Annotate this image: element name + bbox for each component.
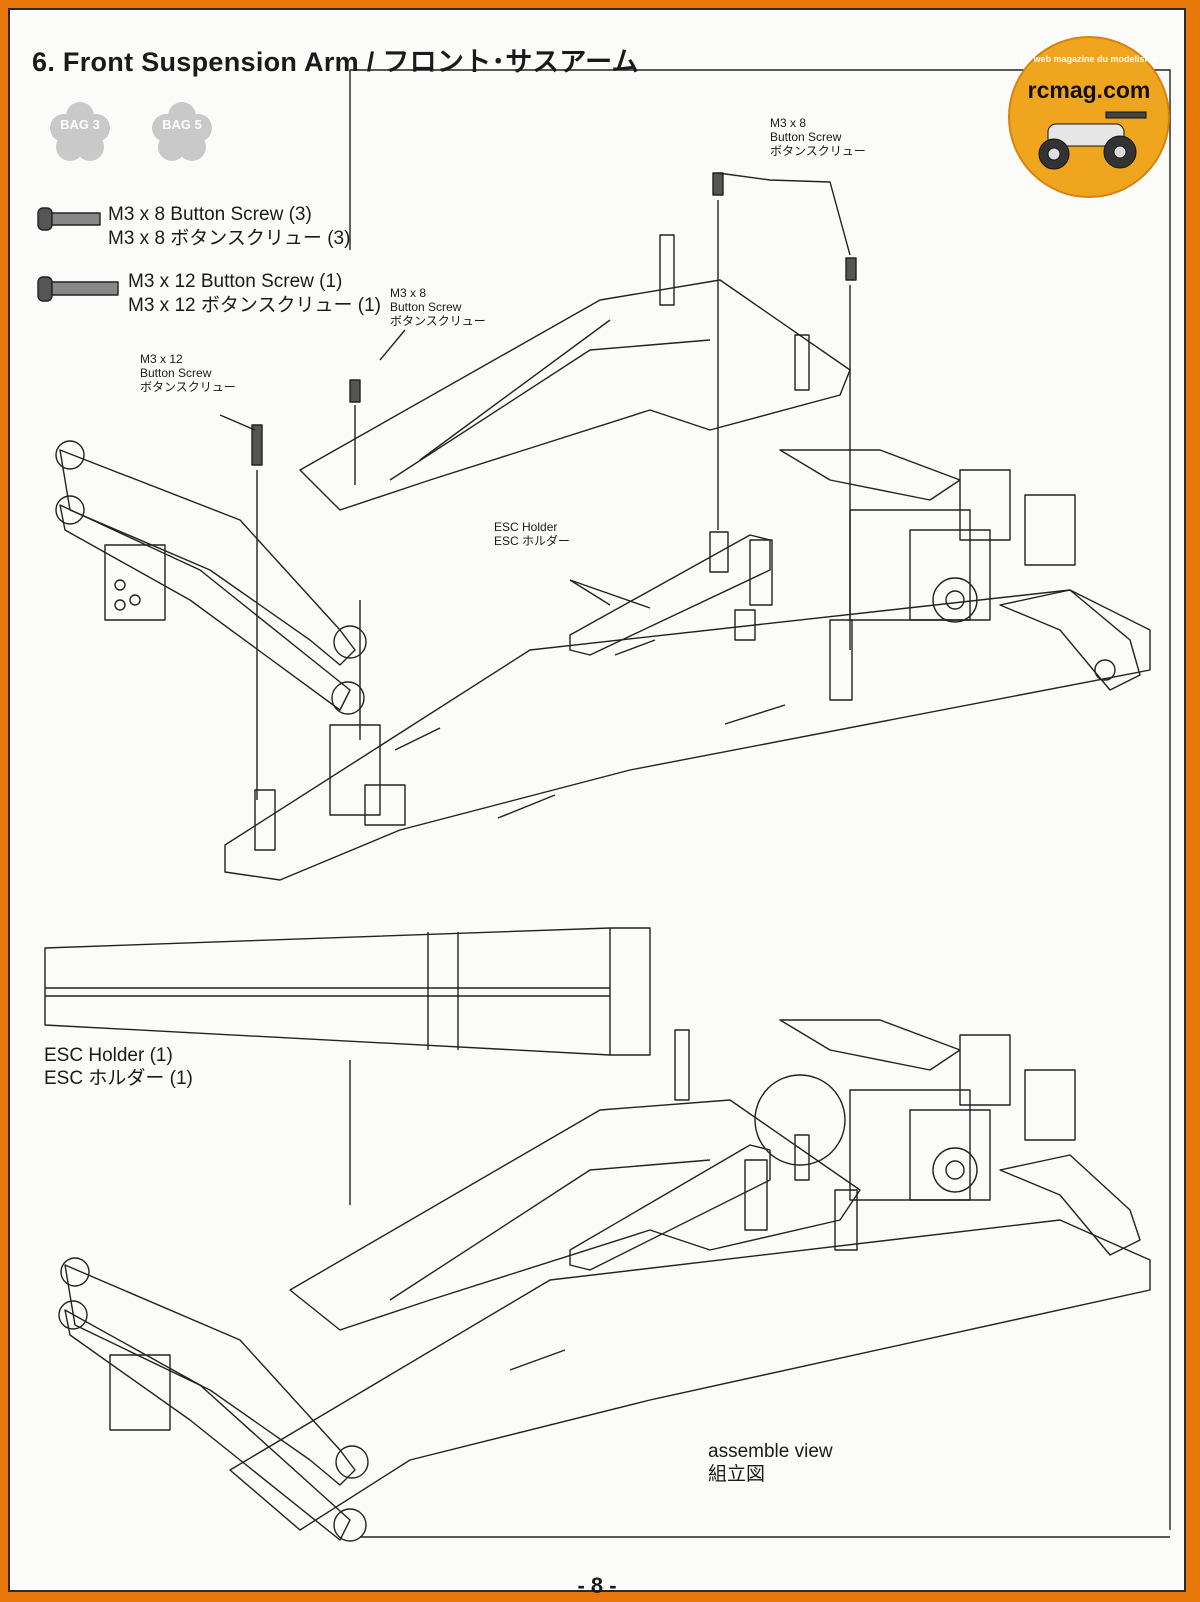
screw-m3x8-icon (37, 207, 101, 231)
part-m3x12-label-jp: M3 x 12 ボタンスクリュー (1) (128, 295, 381, 316)
bag-label: BAG 3 (60, 117, 100, 132)
bag-badge: BAG 5 (152, 102, 212, 162)
rcmag-logo[interactable]: rcmag.com Le web magazine du modelisme (1008, 36, 1170, 198)
logo-tagline: Le web magazine du modelisme (1020, 54, 1157, 64)
part-m3x8-label: M3 x 8 Button Screw (3) (108, 204, 312, 225)
bag-label: BAG 5 (162, 117, 202, 132)
flower-icon (50, 102, 110, 161)
esc-holder-part-label: ESC Holder (1)ESC ホルダー (1) (44, 1045, 193, 1089)
buggy-icon (1038, 111, 1147, 170)
page-title: 6. Front Suspension Arm / フロント･サスアーム (32, 47, 639, 77)
logo-brand: rcmag.com (1028, 77, 1151, 103)
screw-m3x12-icon (37, 276, 119, 302)
part-m3x12-label: M3 x 12 Button Screw (1) (128, 271, 343, 292)
manual-page: 6. Front Suspension Arm / フロント･サスアーム BAG… (8, 8, 1186, 1598)
bag-badge: BAG 3 (50, 102, 110, 162)
assembly-diagram (37, 69, 1171, 1542)
flower-icon (152, 102, 212, 161)
page-number: - 8 - (577, 1573, 617, 1598)
part-m3x8-label-jp: M3 x 8 ボタンスクリュー (3) (108, 228, 351, 249)
